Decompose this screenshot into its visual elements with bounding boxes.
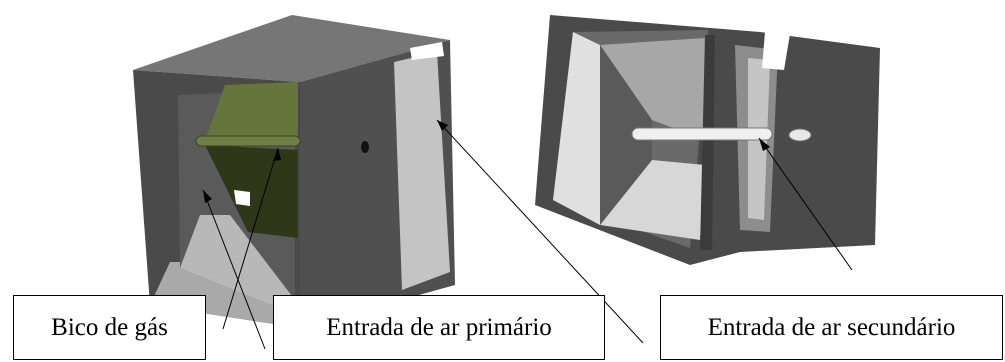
right-housing-mid-wall — [600, 45, 652, 225]
gas-nozzle-cone-upper — [205, 82, 298, 145]
gas-nozzle-label: Bico de gás — [13, 295, 206, 360]
right-housing-top-cut — [762, 32, 790, 70]
secondary-air-pipe — [631, 127, 773, 141]
leader-line-gas-nozzle-2 — [202, 189, 266, 350]
leader-lines — [202, 119, 853, 350]
arrow-head-gas-nozzle-1 — [273, 148, 281, 161]
right-housing-left-wall — [553, 32, 600, 225]
left-housing-slot — [410, 42, 444, 60]
right-housing-divider — [700, 35, 715, 250]
left-housing-hole — [361, 141, 369, 153]
secondary-air-pipe-end — [788, 128, 812, 142]
arrow-head-secondary-air — [759, 138, 770, 151]
right-housing-funnel-top — [600, 38, 705, 140]
secondary-air-inlet-label: Entrada de ar secundário — [660, 295, 1003, 360]
primary-air-inlet-label: Entrada de ar primário — [273, 295, 605, 360]
primary-air-inlet-panel — [394, 52, 450, 290]
leader-line-secondary-air — [758, 137, 853, 271]
left-housing-top-face — [133, 15, 450, 82]
gas-nozzle-cone-lower — [205, 145, 298, 238]
right-burner-housing — [535, 15, 880, 265]
leader-line-gas-nozzle-1 — [222, 147, 279, 330]
left-burner-housing — [133, 15, 455, 328]
left-housing-interior-floor — [180, 215, 295, 315]
right-housing-funnel-bottom — [600, 160, 705, 240]
arrow-heads — [203, 120, 770, 203]
left-housing-window — [234, 190, 250, 206]
arrow-head-gas-nozzle-2 — [203, 190, 212, 203]
left-housing-floor — [150, 262, 300, 328]
gas-nozzle-pipe — [195, 135, 301, 147]
arrow-head-primary-air — [437, 120, 448, 131]
leader-line-primary-air — [436, 119, 644, 344]
